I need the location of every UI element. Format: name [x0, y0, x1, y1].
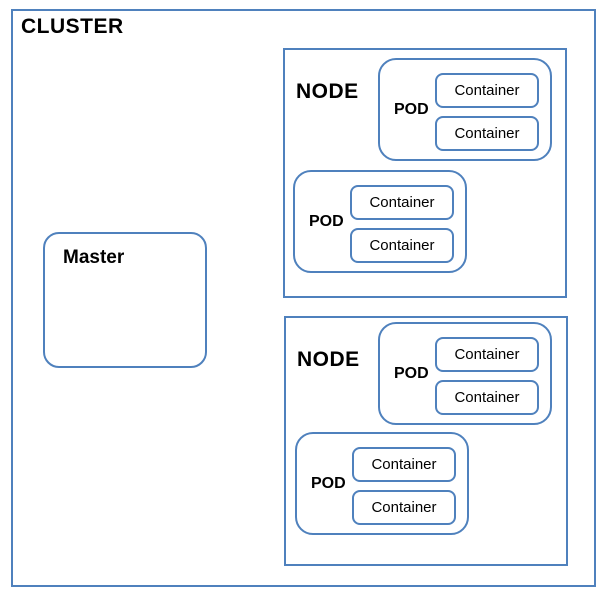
pod-box: POD Container Container	[378, 58, 552, 161]
pod-label: POD	[309, 212, 344, 230]
container-label: Container	[371, 499, 437, 516]
pod-box: POD Container Container	[293, 170, 467, 273]
node-box-2: NODE POD Container Container POD Contain…	[284, 316, 568, 566]
container-box: Container	[352, 490, 456, 525]
container-label: Container	[371, 456, 437, 473]
container-label: Container	[454, 82, 520, 99]
container-label: Container	[454, 346, 520, 363]
cluster-box: CLUSTER Master NODE POD Container Contai…	[11, 9, 596, 587]
node-box-1: NODE POD Container Container POD Contain…	[283, 48, 567, 298]
pod-label: POD	[311, 474, 346, 492]
container-column: Container Container	[435, 337, 539, 415]
node-label: NODE	[297, 348, 360, 371]
container-box: Container	[352, 447, 456, 482]
pod-label: POD	[394, 364, 429, 382]
container-label: Container	[454, 125, 520, 142]
container-box: Container	[435, 337, 539, 372]
container-column: Container Container	[352, 447, 456, 525]
pod-box: POD Container Container	[295, 432, 469, 535]
master-box: Master	[43, 232, 207, 368]
container-box: Container	[350, 185, 454, 220]
container-label: Container	[369, 194, 435, 211]
node-label: NODE	[296, 80, 359, 103]
container-box: Container	[435, 73, 539, 108]
container-label: Container	[454, 389, 520, 406]
cluster-label: CLUSTER	[21, 15, 124, 38]
container-box: Container	[435, 380, 539, 415]
master-label: Master	[63, 247, 125, 268]
container-column: Container Container	[435, 73, 539, 151]
container-box: Container	[350, 228, 454, 263]
pod-box: POD Container Container	[378, 322, 552, 425]
container-column: Container Container	[350, 185, 454, 263]
container-label: Container	[369, 237, 435, 254]
pod-label: POD	[394, 100, 429, 118]
container-box: Container	[435, 116, 539, 151]
